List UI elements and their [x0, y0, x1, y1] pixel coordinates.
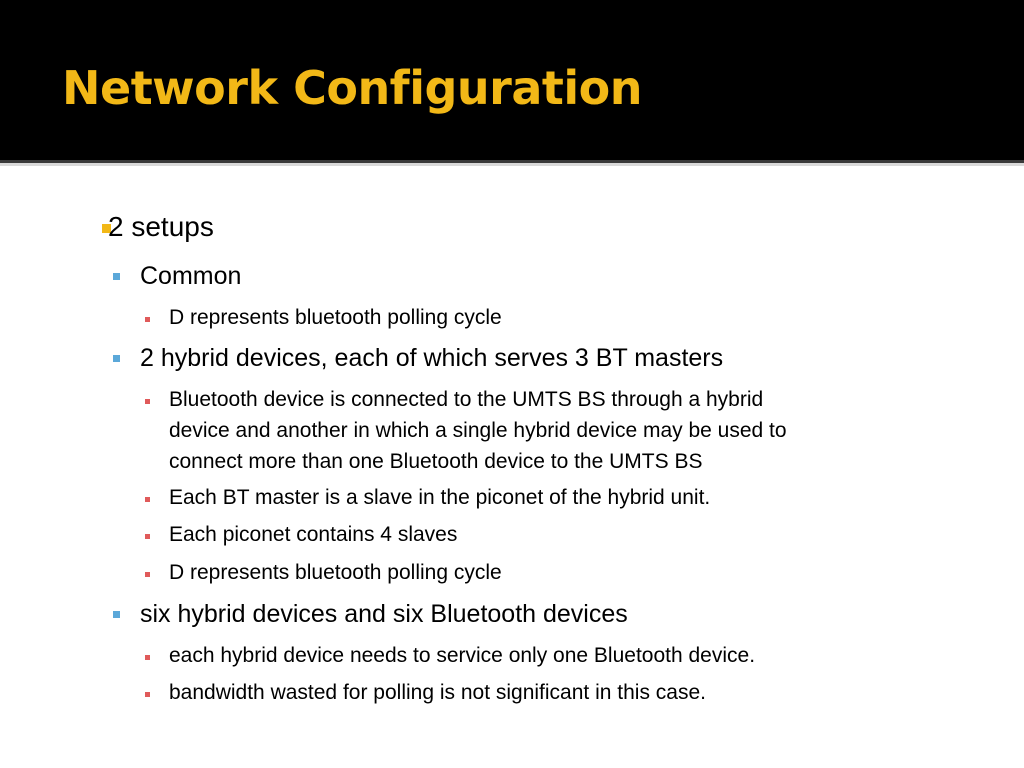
square-bullet-icon: [145, 497, 150, 502]
square-bullet-icon: [145, 399, 150, 404]
bullet-text: six hybrid devices and six Bluetooth dev…: [140, 600, 628, 628]
bullet-text: D represents bluetooth polling cycle: [169, 561, 502, 584]
square-bullet-icon: [145, 692, 150, 697]
slide-title: Network Configuration: [62, 61, 642, 115]
bullet-text: D represents bluetooth polling cycle: [169, 306, 502, 329]
bullet-text: Common: [140, 262, 242, 290]
square-bullet-icon: [145, 317, 150, 322]
square-bullet-icon: [113, 355, 120, 362]
bullet-text-line: connect more than one Bluetooth device t…: [169, 450, 703, 473]
square-bullet-icon: [113, 273, 120, 280]
title-divider-light: [0, 163, 1024, 166]
bullet-text-line: device and another in which a single hyb…: [169, 419, 787, 442]
bullet-text: Each BT master is a slave in the piconet…: [169, 486, 711, 509]
content-area: 2 setups Common D represents bluetooth p…: [0, 166, 1024, 768]
bullet-text-line: Bluetooth device is connected to the UMT…: [169, 388, 764, 411]
title-bar: Network Configuration: [0, 0, 1024, 160]
bullet-text: Each piconet contains 4 slaves: [169, 523, 458, 546]
square-bullet-icon: [145, 534, 150, 539]
square-bullet-icon: [102, 224, 111, 233]
square-bullet-icon: [145, 572, 150, 577]
bullet-text: bandwidth wasted for polling is not sign…: [169, 681, 706, 704]
bullet-text: each hybrid device needs to service only…: [169, 644, 756, 667]
bullet-text: 2 hybrid devices, each of which serves 3…: [140, 344, 724, 372]
bullet-text: 2 setups: [108, 211, 214, 242]
title-divider-dark: [0, 160, 1024, 163]
square-bullet-icon: [113, 611, 120, 618]
square-bullet-icon: [145, 655, 150, 660]
